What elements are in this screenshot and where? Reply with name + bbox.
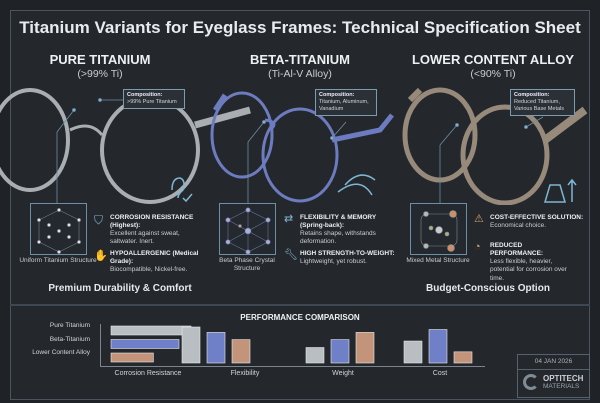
category-weight: Weight — [332, 370, 354, 377]
glasses-illustrations — [0, 87, 588, 205]
composition-label: Composition: — [127, 92, 163, 98]
wrench-icon: 🔧︎ — [284, 249, 298, 261]
lower-tagline: Budget-Conscious Option — [426, 283, 550, 294]
lower-sub: (<90% Ti) — [470, 68, 516, 80]
sheet-frame — [10, 10, 590, 400]
brand-line1: OPTITECH — [543, 374, 584, 383]
category-flexibility: Flexibility — [230, 370, 260, 377]
bar-flexibility-0 — [181, 326, 201, 364]
category-cost: Cost — [432, 370, 448, 377]
feature-flexibility: FLEXIBILITY & MEMORY (Spring-back):Retai… — [300, 214, 377, 246]
beta-composition-box: Composition:Titanium, Aluminum, Vanadium — [315, 89, 377, 117]
pure-structure-caption: Uniform Titanium Structure — [19, 257, 97, 264]
bar-flexibility-1 — [206, 332, 226, 364]
arrows-icon: ⇄ — [284, 213, 294, 225]
ear-check-icon — [171, 177, 193, 203]
beta-sub: (Ti-Al-V Alloy) — [268, 68, 332, 80]
bar-corrosion-resistance-0 — [110, 325, 192, 336]
bar-weight-2 — [355, 332, 375, 364]
flex-arrows-icon — [337, 174, 376, 196]
feature-strength: HIGH STRENGTH-TO-WEIGHT:Lightweight, yet… — [300, 250, 395, 266]
hand-leaf-icon: ✋ — [94, 250, 108, 262]
lower-header: LOWER CONTENT ALLOY — [411, 52, 574, 67]
legend-lower: Lower Content Alloy — [32, 349, 90, 356]
brand-logo: OPTITECH MATERIALS — [517, 370, 590, 398]
section-divider — [10, 304, 590, 306]
lower-structure-caption: Mixed Metal Structure — [406, 257, 470, 264]
shield-check-icon: ⛉ — [94, 213, 104, 227]
y-axis — [100, 324, 101, 366]
pure-header: PURE TITANIUM — [49, 52, 151, 67]
feature-reduced-performance: REDUCED PERFORMANCE:Less flexible, heavi… — [490, 242, 567, 282]
bar-corrosion-resistance-1 — [110, 339, 180, 349]
weight-up-icon — [543, 178, 577, 203]
legend-beta: Beta-Titanium — [49, 336, 90, 343]
bar-weight-0 — [305, 347, 325, 364]
feature-hypoallergenic: HYPOALLERGENIC (Medical Grade):Biocompat… — [110, 250, 199, 274]
pure-sub: (>99% Ti) — [77, 68, 123, 80]
bar-cost-0 — [403, 340, 423, 364]
lower-composition-box: Composition:Reduced Titanium, Various Ba… — [510, 89, 575, 117]
warning-icon: ⚠ — [474, 213, 484, 225]
feature-corrosion: CORROSION RESISTANCE (Highest):Excellent… — [110, 214, 194, 246]
bar-cost-1 — [428, 329, 448, 364]
beta-lattice-icon — [219, 203, 276, 255]
feature-cost: COST-EFFECTIVE SOLUTION:Economical choic… — [490, 214, 584, 230]
gauge-icon: ◔ — [474, 241, 481, 253]
beta-header: BETA-TITANIUM — [250, 52, 350, 67]
bar-cost-2 — [453, 351, 473, 364]
composition-label: Composition: — [319, 92, 355, 98]
beta-titanium-glasses — [210, 91, 394, 203]
composition-label: Composition: — [514, 92, 550, 98]
legend-pure: Pure Titanium — [49, 322, 90, 329]
bar-corrosion-resistance-2 — [110, 352, 154, 363]
composition-value: Reduced Titanium, Various Base Metals — [514, 99, 565, 113]
page-title: Titanium Variants for Eyeglass Frames: T… — [19, 18, 581, 37]
pure-tagline: Premium Durability & Comfort — [48, 283, 192, 294]
composition-value: >99% Pure Titanium — [127, 99, 177, 106]
mixed-lattice-icon — [410, 203, 467, 255]
category-corrosion: Corrosion Resistance — [114, 370, 182, 377]
brand-line2: MATERIALS — [543, 383, 580, 390]
bar-weight-1 — [330, 339, 350, 364]
x-axis — [100, 366, 485, 367]
chart-title: PERFORMANCE COMPARISON — [240, 313, 360, 322]
beta-structure-caption: Beta Phase Crystal Structure — [219, 257, 275, 273]
bar-flexibility-2 — [231, 339, 251, 364]
uniform-lattice-icon — [30, 203, 87, 255]
pure-composition-box: Composition:>99% Pure Titanium — [123, 89, 185, 110]
logo-mark-icon — [523, 374, 539, 390]
composition-value: Titanium, Aluminum, Vanadium — [319, 99, 369, 113]
date-stamp: 04 JAN 2026 — [517, 354, 590, 370]
